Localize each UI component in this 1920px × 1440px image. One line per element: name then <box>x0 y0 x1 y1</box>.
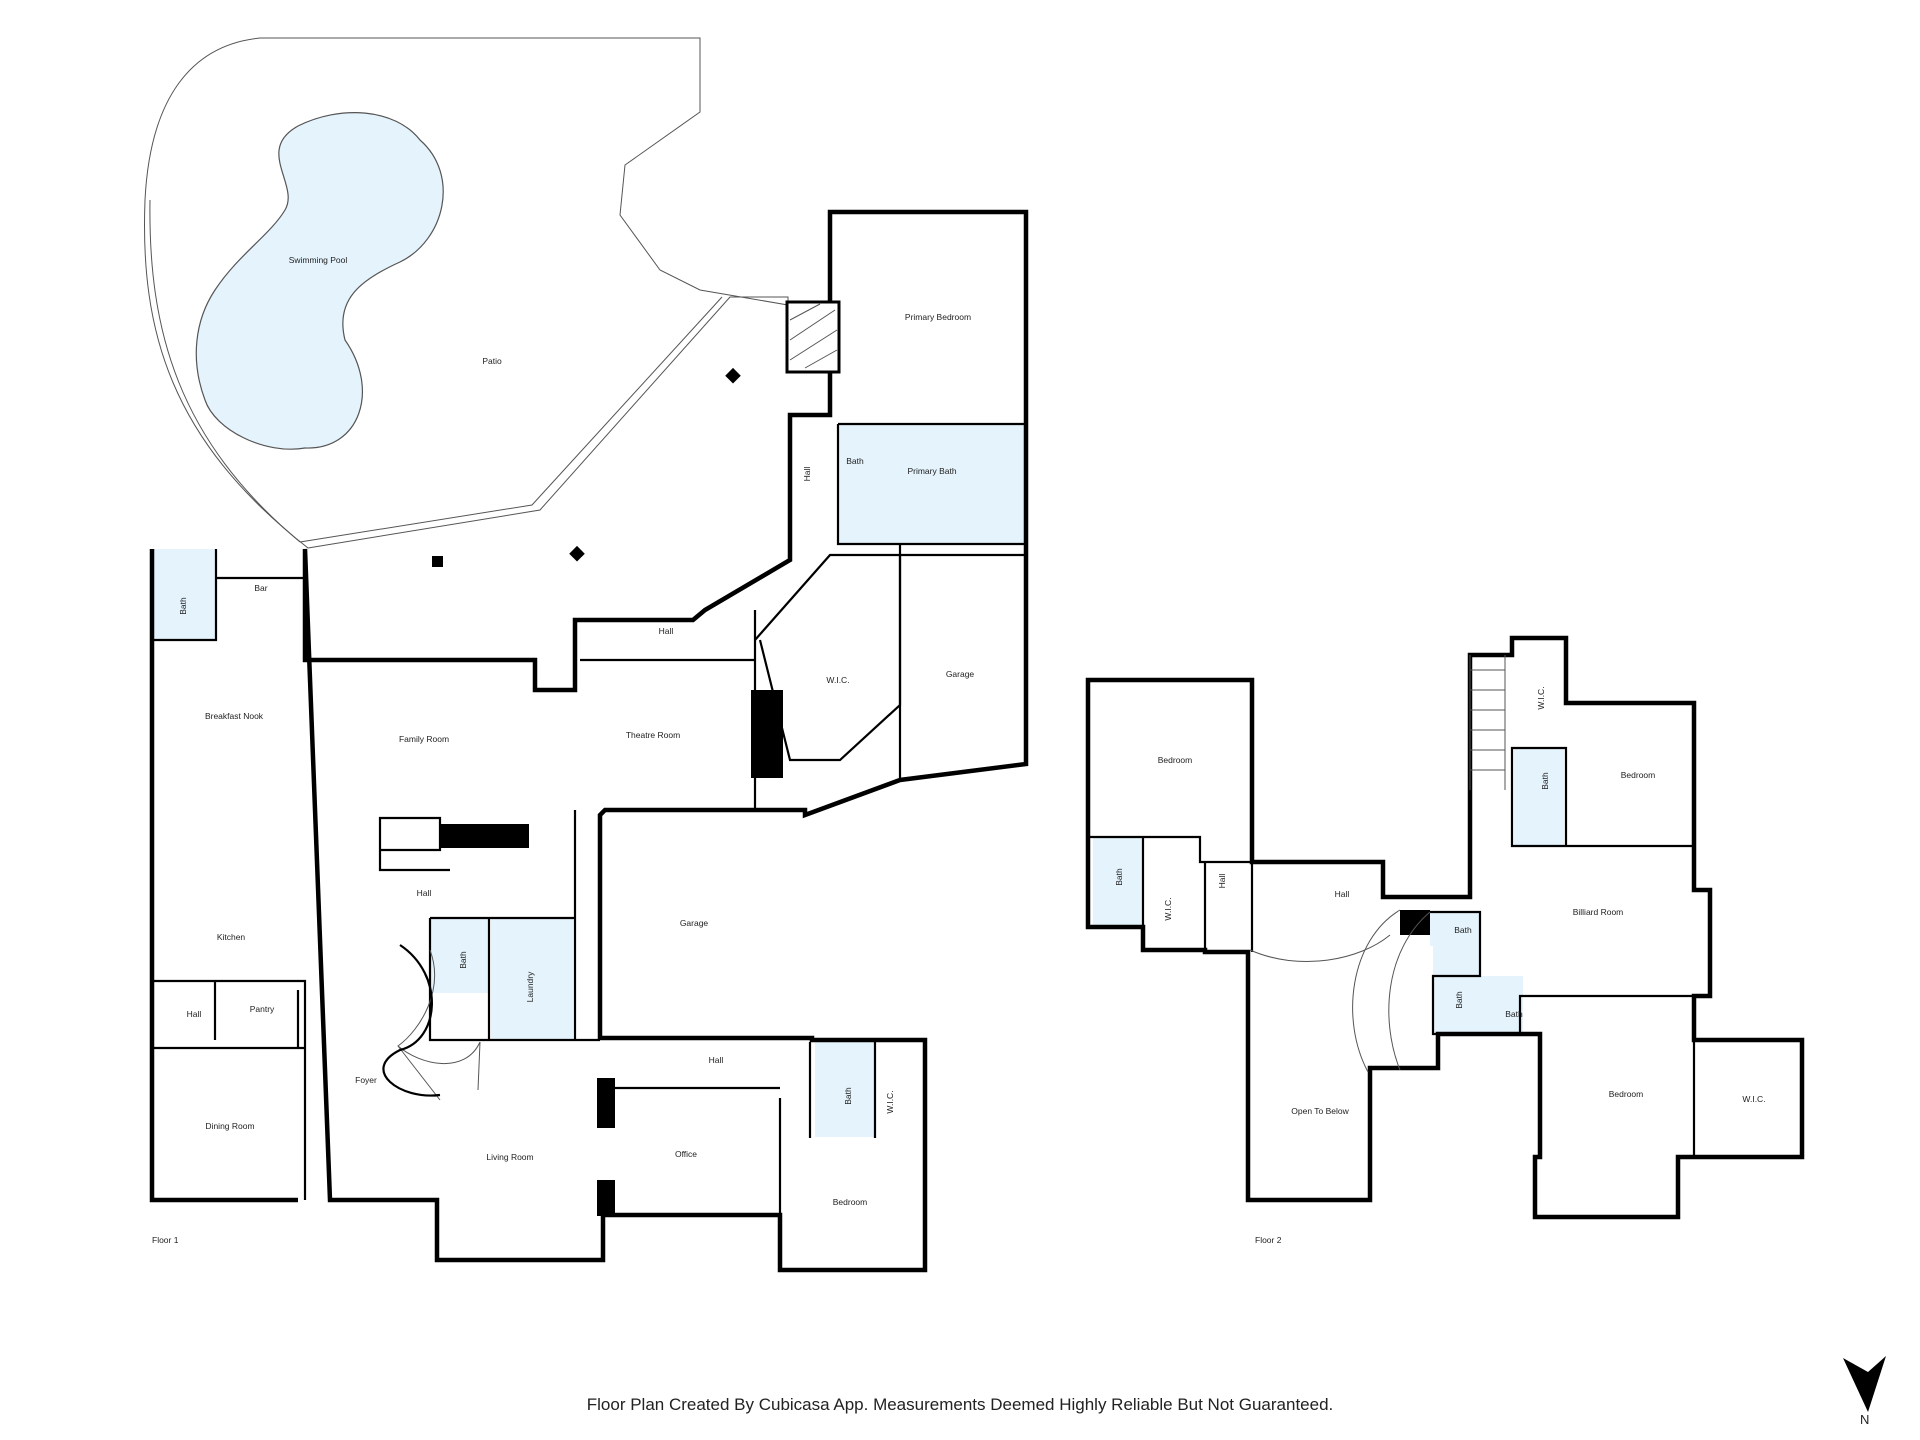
f2-curved-stair <box>1249 909 1431 1073</box>
patio-outline-inner <box>149 199 723 543</box>
label-living-room: Living Room <box>486 1152 533 1162</box>
foyer-curved-wall <box>382 944 441 1097</box>
label-f2-wic-se: W.I.C. <box>1742 1094 1765 1104</box>
primary-bath-fill <box>838 424 1026 544</box>
label-swimming-pool: Swimming Pool <box>289 255 348 265</box>
outdoor-area <box>144 37 789 567</box>
label-dining-room: Dining Room <box>205 1121 254 1131</box>
label-f2-wic-ne: W.I.C. <box>1536 686 1546 709</box>
label-f2-bath-b: Bath <box>1454 991 1464 1009</box>
label-hall-north: Hall <box>802 467 812 482</box>
label-f2-bedroom-se: Bedroom <box>1609 1089 1644 1099</box>
swimming-pool <box>195 112 444 450</box>
label-wic-guest: W.I.C. <box>885 1090 895 1113</box>
label-f2-bedroom-ne: Bedroom <box>1621 770 1656 780</box>
label-floor-2: Floor 2 <box>1255 1235 1282 1245</box>
label-bar: Bar <box>254 583 267 593</box>
label-bath-bar: Bath <box>178 597 188 615</box>
f2-bath-a-fill <box>1430 912 1480 946</box>
north-label: N <box>1860 1412 1870 1427</box>
label-hall-small: Hall <box>187 1009 202 1019</box>
label-f2-bath-c: Bath <box>1505 1009 1523 1019</box>
label-theatre-room: Theatre Room <box>626 730 680 740</box>
f2-stair-dark <box>1400 910 1430 935</box>
f2-interior-walls <box>1088 746 1696 1157</box>
f2-straight-stair <box>1469 655 1506 790</box>
bath-guest-fill <box>815 1042 875 1137</box>
label-kitchen: Kitchen <box>217 932 246 942</box>
north-arrow-icon <box>1843 1356 1886 1412</box>
fireplace-block <box>751 690 783 778</box>
floor-2 <box>1085 635 1805 1220</box>
label-bath-guest: Bath <box>843 1087 853 1105</box>
label-family-room: Family Room <box>399 734 449 744</box>
label-f2-bedroom-nw: Bedroom <box>1158 755 1193 765</box>
stair-dark <box>441 824 529 848</box>
label-f2-bath-nw: Bath <box>1114 868 1124 886</box>
f2-bath-b-fill <box>1433 946 1481 976</box>
label-f2-hall: Hall <box>1335 889 1350 899</box>
footer-disclaimer: Floor Plan Created By Cubicasa App. Meas… <box>586 1395 1334 1414</box>
label-garage-lower: Garage <box>680 918 709 928</box>
label-floor-1: Floor 1 <box>152 1235 179 1245</box>
label-pantry: Pantry <box>250 1004 275 1014</box>
label-f2-billiard-room: Billiard Room <box>1573 907 1624 917</box>
post-marker <box>432 556 443 567</box>
laundry-fill <box>491 918 573 1040</box>
bath-bar-fill <box>152 549 216 639</box>
label-primary-bath: Primary Bath <box>907 466 956 476</box>
label-bedroom-guest: Bedroom <box>833 1197 868 1207</box>
label-bath-foyer: Bath <box>458 951 468 969</box>
label-office: Office <box>675 1149 697 1159</box>
label-primary-bedroom: Primary Bedroom <box>905 312 971 322</box>
label-f2-hall-small: Hall <box>1217 874 1227 889</box>
f2-bath-nw-fill <box>1093 837 1143 927</box>
label-f2-bath-ne: Bath <box>1540 772 1550 790</box>
post-marker <box>725 367 741 384</box>
label-hall-kitchen: Hall <box>417 888 432 898</box>
label-hall-south: Hall <box>709 1055 724 1065</box>
label-f2-wic-nw: W.I.C. <box>1163 897 1173 920</box>
floor-1 <box>149 209 1029 1273</box>
label-patio: Patio <box>482 356 502 366</box>
post-marker <box>569 545 585 562</box>
fireplace-block <box>597 1078 615 1128</box>
label-foyer: Foyer <box>355 1075 377 1085</box>
bath-foyer-fill <box>431 918 489 993</box>
label-f2-bath-a: Bath <box>1454 925 1472 935</box>
label-hall-center: Hall <box>659 626 674 636</box>
label-bath-primary-wc: Bath <box>846 456 864 466</box>
room-labels: Swimming Pool Patio Primary Bedroom Prim… <box>152 255 1766 1245</box>
chimney-hatch-lines <box>789 303 838 369</box>
foyer-curved-stair <box>397 949 481 1101</box>
f2-bath-ne-fill <box>1514 748 1564 846</box>
label-garage-upper: Garage <box>946 669 975 679</box>
label-f2-open-to-below: Open To Below <box>1291 1106 1349 1116</box>
interior-walls <box>152 422 1026 1270</box>
label-laundry: Laundry <box>525 971 535 1002</box>
f2-bath-c-fill <box>1433 976 1523 1034</box>
fireplace-block <box>597 1180 615 1216</box>
patio-outline <box>144 37 789 549</box>
wic-walls <box>754 553 902 762</box>
label-breakfast-nook: Breakfast Nook <box>205 711 264 721</box>
label-wic-primary: W.I.C. <box>826 675 849 685</box>
